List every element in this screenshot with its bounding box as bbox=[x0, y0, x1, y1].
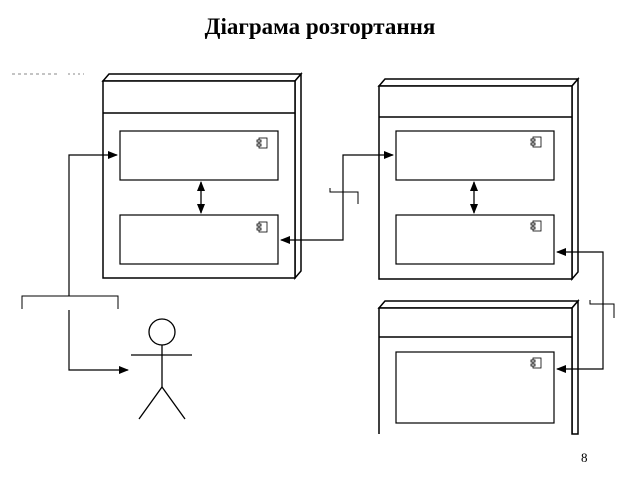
node-2-component-2 bbox=[395, 214, 555, 265]
node-1-component-2 bbox=[119, 214, 279, 265]
connection-actor-node1 bbox=[21, 151, 129, 374]
page-number: 8 bbox=[581, 450, 588, 465]
stick-figure-actor-icon bbox=[131, 318, 192, 420]
node-1-component-1 bbox=[119, 130, 279, 181]
node-3 bbox=[377, 298, 580, 435]
node-3-component-1 bbox=[395, 351, 555, 424]
node-1 bbox=[101, 71, 303, 281]
node-2 bbox=[377, 76, 580, 282]
connection-node2-node3 bbox=[556, 248, 615, 373]
page-title: Діаграма розгортання bbox=[204, 14, 436, 39]
node-2-component-1 bbox=[395, 130, 555, 181]
connection-node1-node2 bbox=[280, 151, 394, 244]
